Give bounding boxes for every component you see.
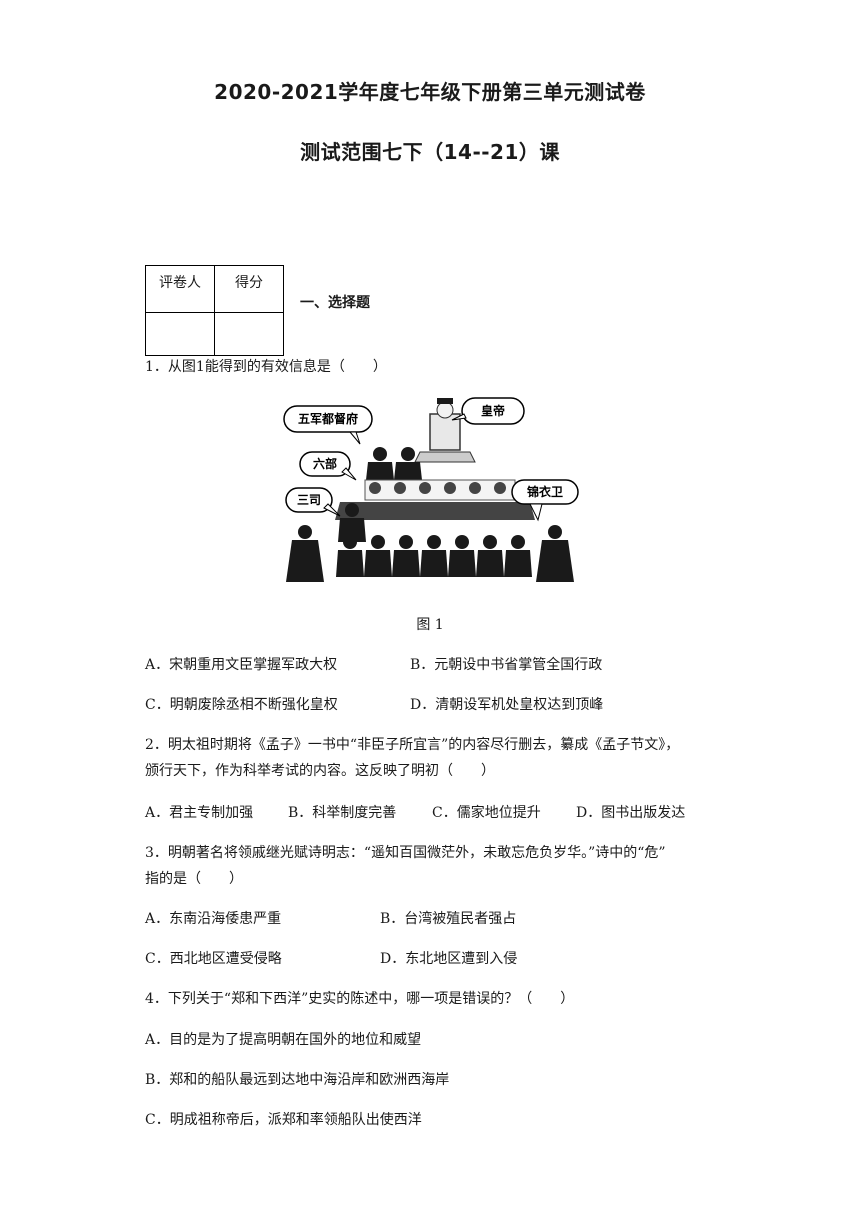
label-sansi: 三司 [297,493,321,507]
score-header: 得分 [214,265,284,313]
question-2-line-2: 颁行天下，作为科举考试的内容。这反映了明初（ ） [145,763,495,779]
q2-option-b: B．科举制度完善 [288,805,397,821]
score-cell [214,312,284,356]
q4-option-b: B．郑和的船队最远到达地中海沿岸和欧洲西海岸 [145,1072,450,1088]
q3-option-d: D．东北地区遭到入侵 [380,951,518,967]
question-3-line-2: 指的是（ ） [145,871,243,887]
label-liubu: 六部 [313,456,337,471]
q1-option-d: D．清朝设军机处皇权达到顶峰 [410,697,604,713]
grader-cell [145,312,215,356]
section-title: 一、选择题 [300,295,370,311]
officials-top [366,447,422,480]
grader-header: 评卷人 [145,265,215,313]
q1-option-a: A．宋朝重用文臣掌握军政大权 [145,657,338,673]
label-wujun: 五军都督府 [298,411,358,426]
q4-option-a: A．目的是为了提高明朝在国外的地位和威望 [145,1032,422,1048]
figure-1-caption: 图 1 [416,617,444,633]
question-2-line-1: 2．明太祖时期将《孟子》一书中“非臣子所宜言”的内容尽行删去，纂成《孟子节文》， [145,737,680,753]
q4-option-c: C．明成祖称帝后，派郑和率领船队出使西洋 [145,1112,422,1128]
officials-liubu [335,479,535,520]
q3-option-c: C．西北地区遭受侵略 [145,951,282,967]
q2-option-a: A．君主专制加强 [145,805,254,821]
q2-option-c: C．儒家地位提升 [432,805,541,821]
figure-1-illustration: 五军都督府 皇帝 六部 三司 锦衣卫 [283,397,579,582]
exam-title: 2020-2021学年度七年级下册第三单元测试卷 [214,80,646,104]
officials-bottom-row [286,503,574,582]
question-3-line-1: 3．明朝著名将领戚继光赋诗明志：“遥知百国微茫外，未敢忘危负岁华。”诗中的“危” [145,845,666,861]
question-1-stem: 1．从图1能得到的有效信息是（ ） [145,359,387,375]
q3-option-b: B．台湾被殖民者强占 [380,911,517,927]
q2-option-d: D．图书出版发达 [576,805,686,821]
question-4-stem: 4．下列关于“郑和下西洋”史实的陈述中，哪一项是错误的？（ ） [145,991,575,1007]
exam-subtitle: 测试范围七下（14--21）课 [300,140,560,164]
q1-option-c: C．明朝废除丞相不断强化皇权 [145,697,338,713]
label-emperor: 皇帝 [481,403,505,418]
label-jinyiwei: 锦衣卫 [527,484,563,499]
q1-option-b: B．元朝设中书省掌管全国行政 [410,657,603,673]
score-table: 评卷人 得分 [145,265,284,356]
q3-option-a: A．东南沿海倭患严重 [145,911,282,927]
